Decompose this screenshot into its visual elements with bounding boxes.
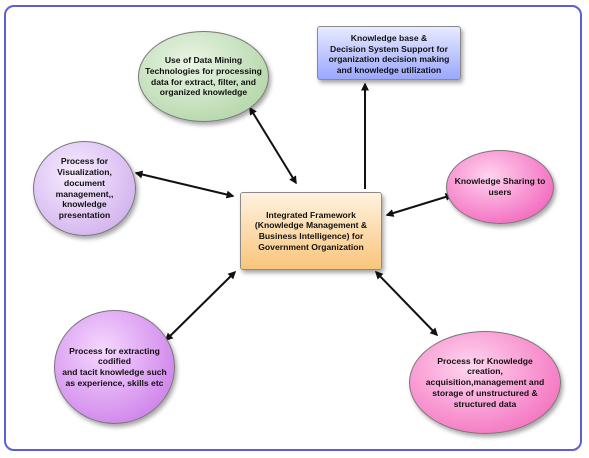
- knowledge-base-node: Knowledge base & Decision System Support…: [317, 26, 461, 80]
- data-mining-label: Use of Data Mining Technologies for proc…: [145, 55, 262, 98]
- integrated-framework-label: Integrated Framework (Knowledge Manageme…: [254, 209, 368, 252]
- knowledge-sharing-node: Knowledge Sharing to users: [446, 150, 554, 224]
- integrated-framework-node: Integrated Framework (Knowledge Manageme…: [240, 192, 382, 270]
- arrow-center-top-left: [249, 106, 297, 185]
- arrow-center-bottom-right: [374, 270, 439, 337]
- knowledge-creation-node: Process for Knowledge creation, acquisit…: [409, 331, 561, 434]
- knowledge-creation-label: Process for Knowledge creation, acquisit…: [425, 355, 545, 409]
- tacit-knowledge-label: Process for extracting codified and taci…: [62, 345, 167, 388]
- visualization-node: Process for Visualization, document mana…: [33, 141, 136, 236]
- knowledge-base-label: Knowledge base & Decision System Support…: [328, 33, 450, 76]
- tacit-knowledge-node: Process for extracting codified and taci…: [54, 310, 175, 424]
- visualization-label: Process for Visualization, document mana…: [55, 156, 114, 220]
- arrow-center-bottom-left: [164, 270, 237, 342]
- arrow-center-right: [385, 193, 454, 217]
- data-mining-node: Use of Data Mining Technologies for proc…: [138, 31, 269, 122]
- arrow-center-left: [134, 170, 235, 199]
- knowledge-sharing-label: Knowledge Sharing to users: [454, 176, 546, 197]
